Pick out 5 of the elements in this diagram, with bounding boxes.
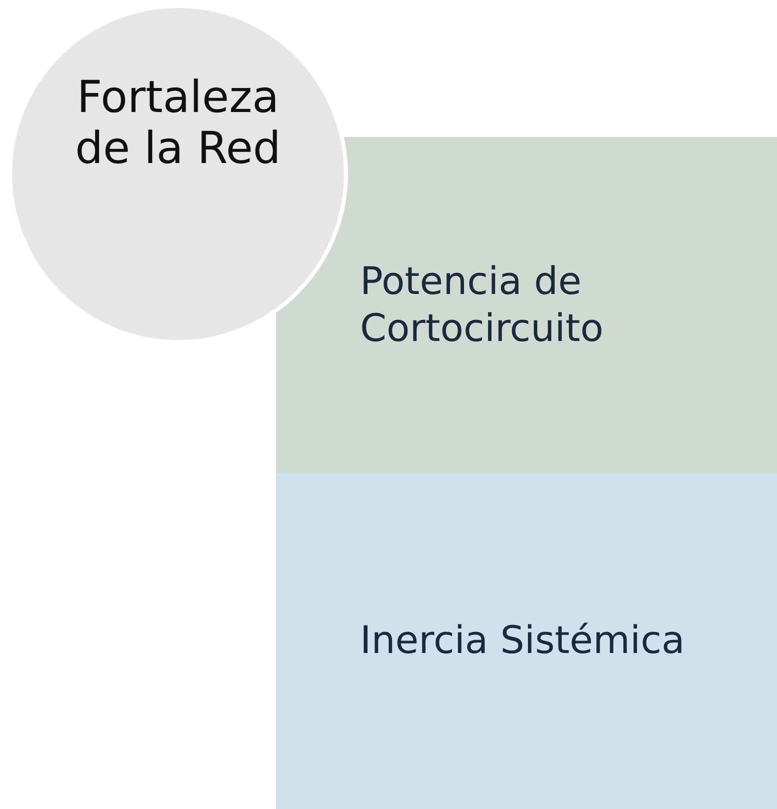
category-label: Inercia Sistémica [360,617,685,664]
category-band [276,473,777,809]
topic-title: Fortaleza de la Red [74,73,282,175]
category-band [276,137,777,473]
category-label: Potencia de Cortocircuito [360,258,604,352]
